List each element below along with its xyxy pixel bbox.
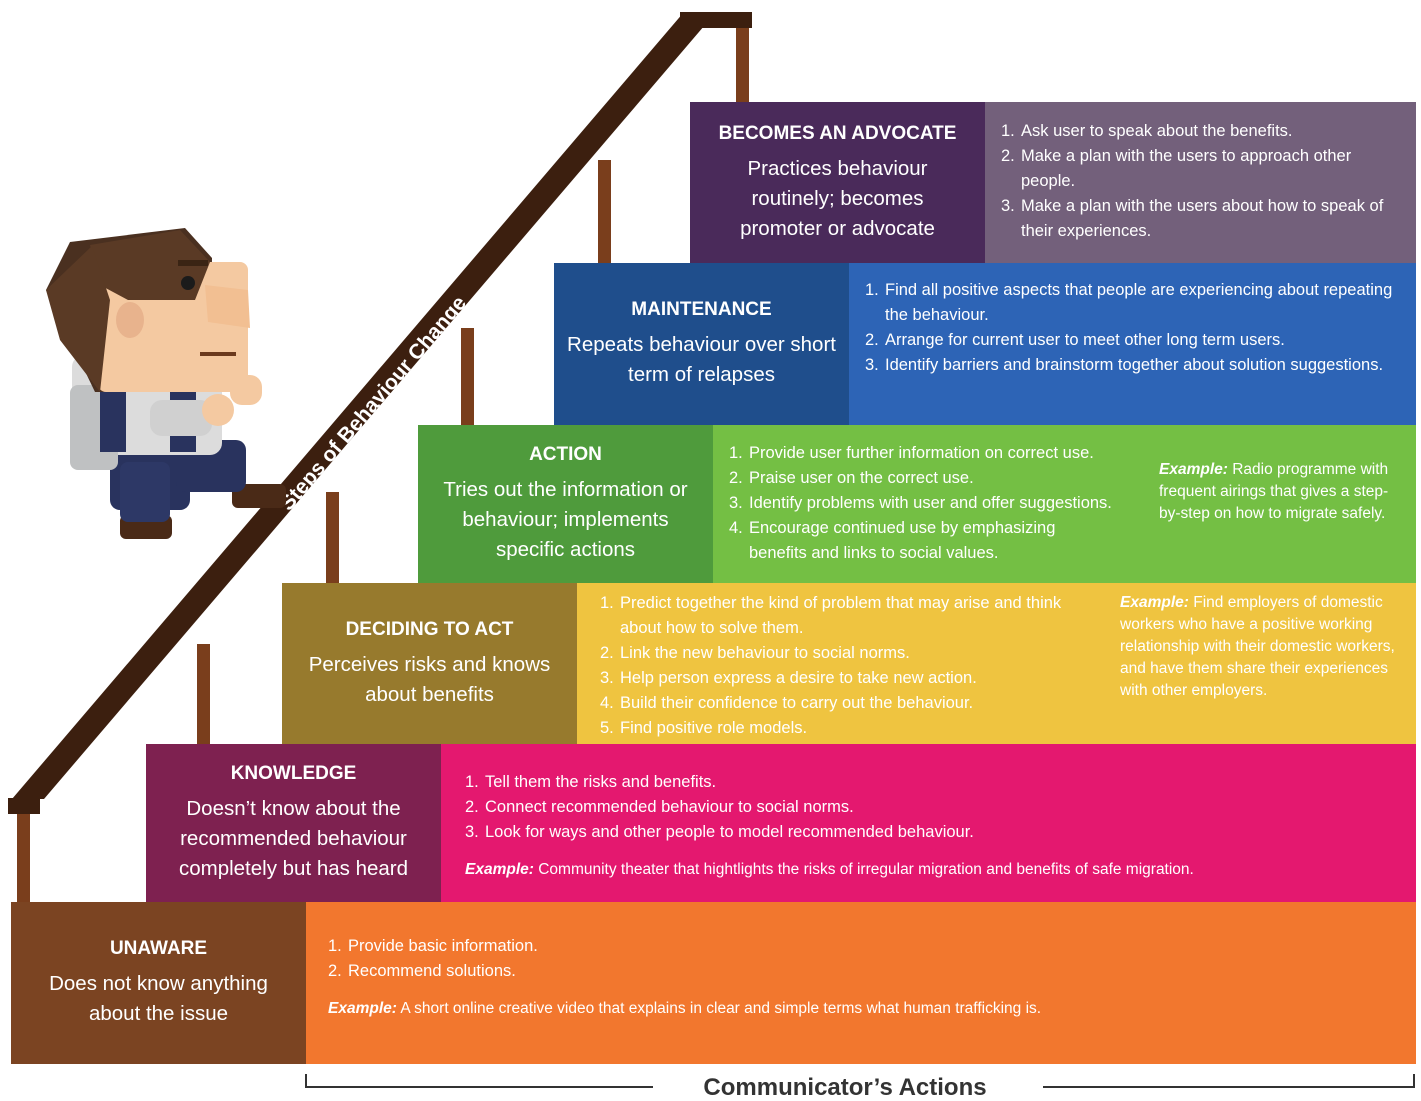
action-item: 2.Arrange for current user to meet other… (865, 331, 1285, 349)
stage-title: DECIDING TO ACT (345, 618, 514, 640)
stage-box-maintenance: MAINTENANCE Repeats behaviour over short… (554, 263, 849, 425)
action-box-advocate: 1.Ask user to speak about the benefits. … (985, 102, 1416, 263)
stage-description: Practices behaviour routinely; becomes p… (740, 156, 935, 240)
action-list: 1.Ask user to speak about the benefits. … (1001, 119, 1402, 244)
baluster (736, 22, 749, 102)
action-item: 3.Identify barriers and brainstorm toget… (865, 356, 1384, 374)
action-list: 1.Provide user further information on co… (729, 441, 1161, 566)
action-list: 1.Tell them the risks and benefits. 2.Co… (465, 770, 1416, 845)
stage-description: Repeats behaviour over short term of rel… (567, 333, 836, 386)
stage-title: BECOMES AN ADVOCATE (718, 122, 957, 144)
action-item: 1.Provide user further information on co… (729, 444, 1094, 462)
stage-box-unaware: UNAWARE Does not know anything about the… (11, 902, 306, 1064)
action-box-deciding: 1.Predict together the kind of problem t… (577, 583, 1416, 744)
action-item: 3.Make a plan with the users about how t… (1001, 197, 1384, 240)
action-list: 1.Predict together the kind of problem t… (600, 591, 1100, 741)
action-item: 1.Tell them the risks and benefits. (465, 773, 717, 791)
example-note: Example: Find employers of domestic work… (1120, 594, 1395, 699)
stage-title: UNAWARE (109, 938, 208, 959)
character-illustration (46, 228, 286, 539)
action-item: 1.Ask user to speak about the benefits. (1001, 122, 1293, 140)
example-note: Example: A short online creative video t… (328, 1000, 1042, 1017)
baluster (17, 800, 30, 902)
stage-description: Tries out the information or behaviour; … (443, 478, 688, 561)
example-note: Example: Community theater that hightlig… (465, 861, 1194, 878)
handrail (12, 12, 716, 799)
action-item: 4.Encourage continued use by emphasizing… (729, 519, 1056, 562)
example-note: Example: Radio programme with frequent a… (1159, 461, 1389, 522)
stage-title: ACTION (529, 444, 602, 465)
baluster (598, 160, 611, 265)
action-item: 3.Look for ways and other people to mode… (465, 823, 974, 841)
action-list: 1.Provide basic information. 2.Recommend… (328, 934, 1416, 984)
action-item: 1.Find all positive aspects that people … (865, 281, 1393, 324)
baluster (326, 492, 339, 584)
stage-title: KNOWLEDGE (230, 763, 357, 784)
action-box-unaware: 1.Provide basic information. 2.Recommend… (306, 902, 1416, 1064)
stage-description: Does not know anything about the issue (49, 972, 268, 1025)
footer-label: Communicator’s Actions (703, 1074, 987, 1101)
action-item: 2.Make a plan with the users to approach… (1001, 147, 1352, 190)
action-item: 2.Connect recommended behaviour to socia… (465, 798, 854, 816)
action-item: 3.Identify problems with user and offer … (729, 494, 1112, 512)
action-item: 1.Predict together the kind of problem t… (600, 594, 1062, 637)
action-box-maintenance: 1.Find all positive aspects that people … (849, 263, 1416, 425)
action-list: 1.Find all positive aspects that people … (865, 278, 1402, 378)
stage-title: MAINTENANCE (631, 299, 772, 320)
action-item: 2.Link the new behaviour to social norms… (600, 644, 910, 662)
rail-end-cap (8, 798, 40, 814)
action-item: 4.Build their confidence to carry out th… (600, 694, 974, 712)
stage-box-deciding: DECIDING TO ACT Perceives risks and know… (282, 583, 577, 744)
action-item: 3.Help person express a desire to take n… (600, 669, 977, 687)
action-item: 5.Find positive role models. (600, 719, 808, 737)
character-head (46, 228, 250, 392)
stage-box-action: ACTION Tries out the information or beha… (418, 425, 713, 583)
stage-description: Doesn’t know about the recommended behav… (178, 797, 409, 880)
action-item: 2.Praise user on the correct use. (729, 469, 974, 487)
action-box-action: 1.Provide user further information on co… (713, 425, 1416, 583)
action-item: 2.Recommend solutions. (328, 962, 516, 980)
stage-description: Perceives risks and knows about benefits (308, 652, 551, 706)
baluster (197, 644, 210, 744)
stage-box-advocate: BECOMES AN ADVOCATE Practices behaviour … (690, 102, 985, 263)
action-box-knowledge: 1.Tell them the risks and benefits. 2.Co… (441, 744, 1416, 902)
communicator-bracket (305, 1074, 1415, 1092)
stage-box-knowledge: KNOWLEDGE Doesn’t know about the recomme… (146, 744, 441, 902)
baluster (461, 328, 474, 425)
action-item: 1.Provide basic information. (328, 937, 538, 955)
